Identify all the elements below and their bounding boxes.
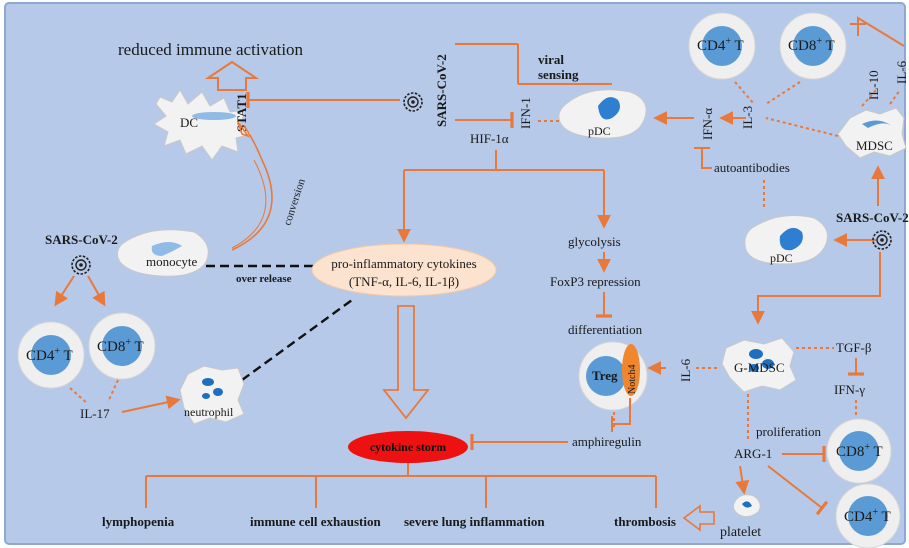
cd4-il3-dotted [734,81,755,105]
mdsc-cell-icon [837,107,907,159]
il3-label: IL-3 [740,106,755,129]
over-release-label: over release [236,273,292,285]
cd4-left-label: CD4+ T [26,346,73,364]
autoantibodies-label: autoantibodies [714,160,790,175]
mdsc-il6-dotted [889,89,901,105]
il17-label: IL-17 [80,406,110,421]
cd8-left-label: CD8+ T [97,337,144,355]
amphiregulin-label: amphiregulin [572,434,642,449]
cd8-il17-dotted [107,379,119,403]
tgfb-label: TGF-β [836,340,872,355]
autoantibody-line [701,148,712,169]
pdc-top-nucleus-icon [598,97,620,120]
sars-to-cd8-arrow [87,275,106,307]
cd8-il3-dotted [765,81,801,105]
arg1-to-platelet-arrow [735,465,750,495]
dc-nucleus-icon [192,112,236,120]
glycolysis-label: glycolysis [568,234,621,249]
thrombosis-label: thrombosis [614,514,676,529]
sars-right-label: SARS-CoV-2 [836,210,909,225]
mdsc-label: MDSC [856,138,893,153]
gmdsc-label: G-MDSC [734,360,785,375]
exhaustion-label: immune cell exhaustion [250,514,381,529]
platelet-granule-icon [742,501,752,508]
lymphopenia-label: lymphopenia [102,514,175,529]
cd4-left-cell-icon [17,321,85,389]
il6-tr-label: IL-6 [894,60,909,84]
pdc-right-label: pDC [770,251,793,265]
gmdsc-nucleus-icon [749,349,774,372]
proliferation-label: proliferation [756,424,821,439]
mdsc-nucleus-icon [862,120,892,128]
cd8-left-cell-icon [88,312,156,380]
notch4-label: Notch4 [627,365,638,394]
neutrophil-nucleus-icon [202,378,223,399]
ifng-label: IFN-γ [834,382,865,397]
cd4-tr-label: CD4+ T [697,36,744,54]
virus-icon [872,230,892,250]
cytokine-oval [311,243,497,297]
treg-label: Treg [592,368,618,383]
ifn1-label: IFN-1 [518,97,533,129]
cytokine-storm-label: cytokine storm [370,440,446,454]
cytokine-label-1: pro-inflammatory cytokines [331,256,477,271]
foxp3-label: FoxP3 repression [550,274,641,289]
cd4-br-label: CD4+ T [844,507,891,525]
dc-cell-icon [153,89,254,161]
neutrophil-label: neutrophil [184,405,234,419]
conversion-arc [231,125,273,251]
cd4-il17-dotted [69,387,89,405]
virus-icon [403,92,423,112]
virus-icon [71,255,91,275]
mdsc-inhibits-t-line [857,16,905,47]
viral-sensing-label-2: sensing [538,67,579,82]
reduced-activation-label: reduced immune activation [118,40,304,59]
sars-to-gmdsc-arrow [751,252,881,325]
il6-mid-label: IL-6 [678,358,693,382]
gmdsc-cell-icon [721,337,797,393]
pdc-top-label: pDC [588,124,611,138]
dc-label: DC [180,115,198,130]
lung-label: severe lung inflammation [404,514,545,529]
differentiation-label: differentiation [568,322,643,337]
mdsc-il3-dotted [765,117,839,137]
cd8-tr-cell-icon [779,12,847,80]
platelet-hollow-arrow [682,504,715,532]
arg1-label: ARG-1 [734,446,772,461]
cd8-br-cell-icon [826,418,892,484]
cd4-tr-cell-icon [688,12,756,80]
big-down-arrow [382,305,430,420]
cytokine-storm-badge [348,431,468,463]
up-arrow-icon [204,60,260,91]
ifna-label: IFN-α [700,108,715,140]
cd8-br-label: CD8+ T [836,442,883,460]
sars-left-label: SARS-CoV-2 [45,232,118,247]
sars-to-cd4-arrow [54,275,75,307]
notch-feedback-line [612,398,631,425]
conversion-arc-inner [231,159,267,249]
treg-cell-icon [578,341,648,411]
cytokine-label-2: (TNF-α, IL-6, IL-1β) [349,274,459,289]
monocyte-nucleus-icon [151,242,182,256]
sars-top-label: SARS-CoV-2 [434,54,449,127]
il10-label: IL-10 [866,70,881,100]
arg1-inhibits-cd4 [767,465,829,516]
conversion-arrowhead [237,121,251,138]
cd4-br-cell-icon [835,483,901,548]
hif-label: HIF-1α [470,131,509,146]
cd8-tr-label: CD8+ T [788,36,835,54]
il17-to-neutrophil-arrow [121,395,181,413]
monocyte-label: monocyte [146,254,197,269]
neutrophil-dashed-line [241,299,353,381]
pdc-right-nucleus-icon [779,227,803,251]
neutrophil-cell-icon [179,365,245,425]
platelet-label: platelet [720,525,761,540]
viral-sensing-label-1: viral [538,52,564,67]
